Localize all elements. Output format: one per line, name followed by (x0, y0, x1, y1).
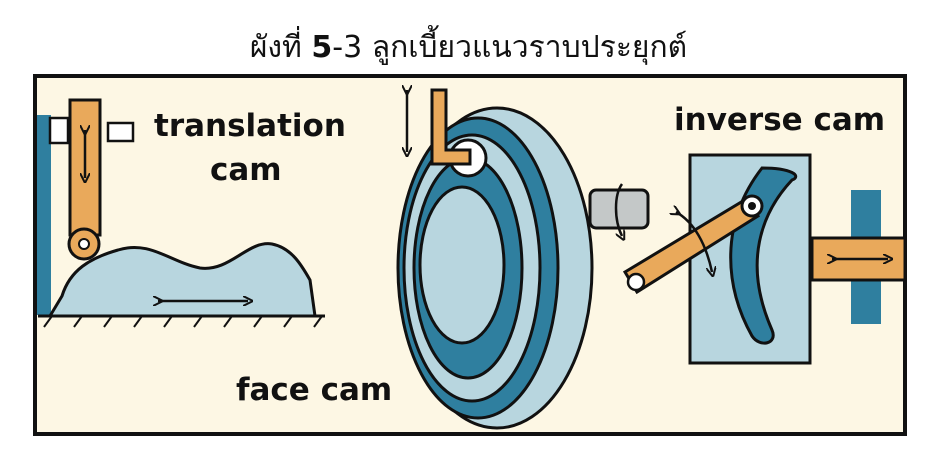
inverse-cam (622, 153, 907, 365)
roller-pin (78, 238, 90, 250)
translation-cam-label-line2: cam (210, 152, 282, 188)
face-cam (396, 88, 650, 430)
inverse-cam-label: inverse cam (674, 102, 886, 138)
left-wall (37, 115, 51, 315)
lever-swing-arrow (676, 212, 712, 272)
face-cam-label: face cam (236, 372, 393, 408)
diagram-title: ผังที่ 5-3 ลูกเบี้ยวแนวราบประยุกต์ (0, 24, 937, 71)
title-number: 5 (311, 30, 333, 65)
shaft-rotation-arrow (614, 183, 622, 236)
lever-roller-pin (748, 202, 756, 210)
inverse-follower-rail-bottom (851, 280, 881, 324)
face-cam-hub (418, 185, 506, 345)
lever-pivot (626, 272, 646, 292)
translation-cam (37, 98, 325, 328)
ground-hatch (43, 315, 323, 328)
title-prefix: ผังที่ (249, 30, 312, 65)
guide-block-right (106, 121, 135, 143)
face-cam-follower (430, 88, 472, 166)
guide-block (48, 116, 70, 145)
translation-cam-label-line1: translation (154, 108, 346, 144)
title-rest: -3 ลูกเบี้ยวแนวราบประยุกต์ (332, 30, 688, 65)
inverse-follower-rail-top (851, 190, 881, 238)
face-cam-shaft (588, 188, 650, 230)
